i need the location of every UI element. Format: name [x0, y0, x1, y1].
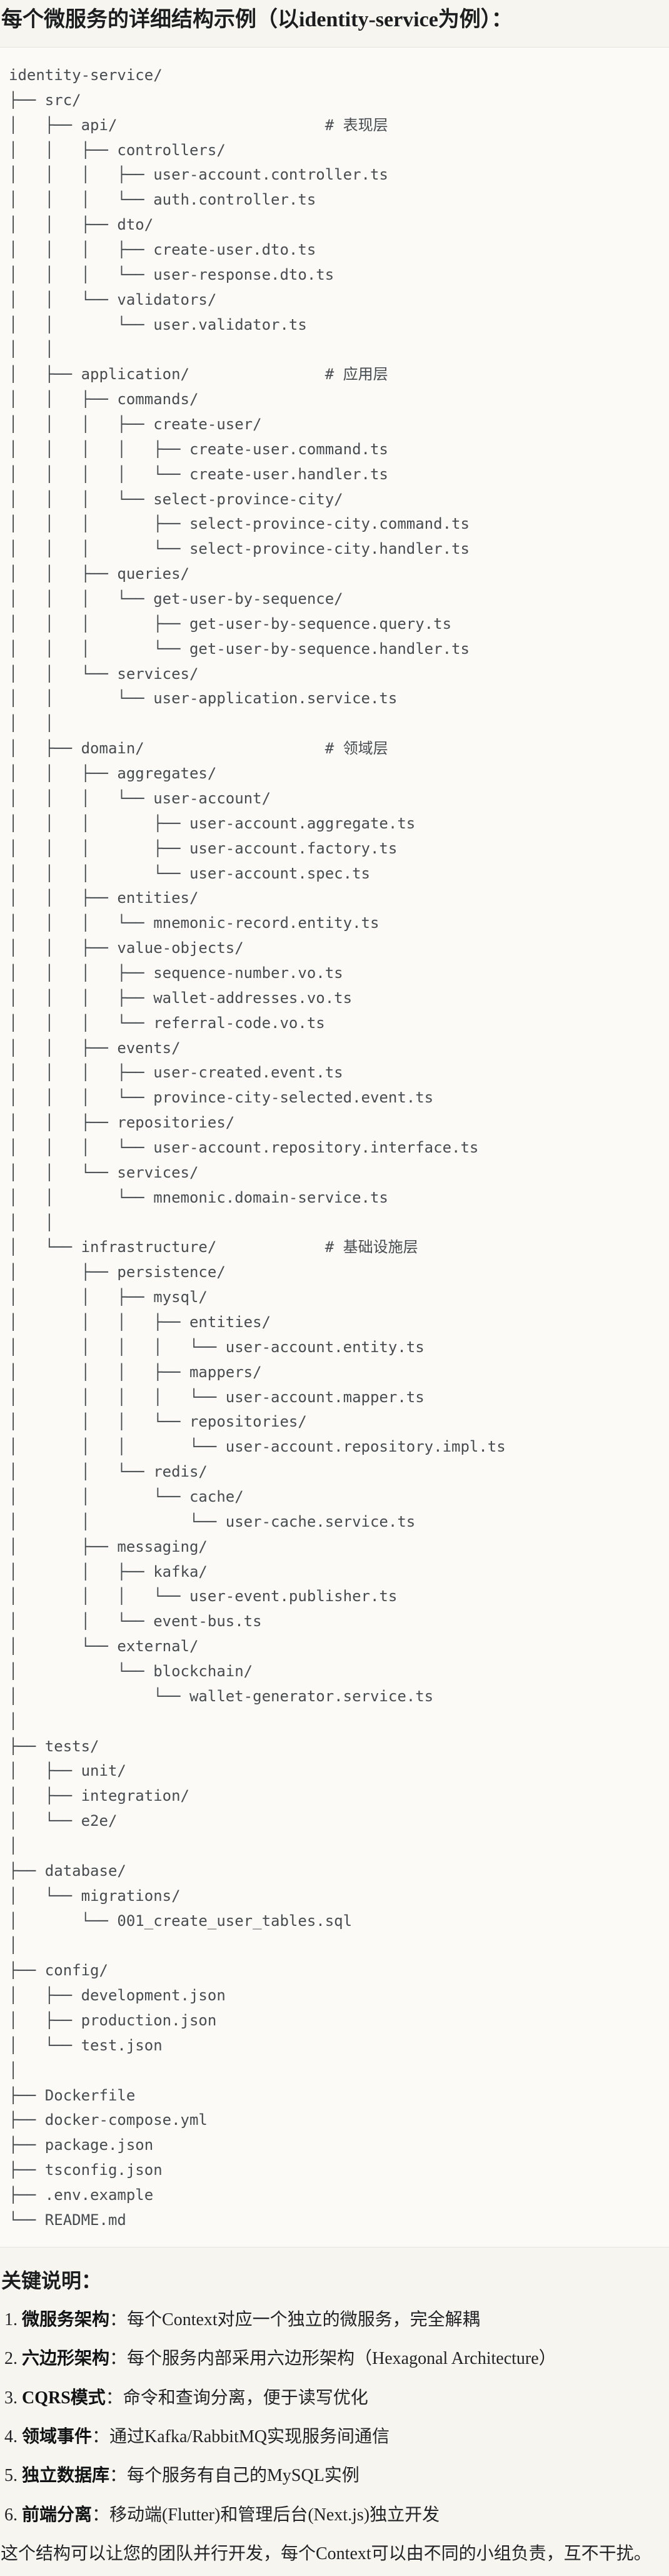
- note-item-term: 前端分离: [22, 2505, 93, 2525]
- note-item-number: 2.: [4, 2349, 18, 2369]
- note-item: 1.微服务架构：每个Context对应一个独立的微服务，完全解耦: [4, 2309, 669, 2331]
- note-item-number: 6.: [4, 2505, 18, 2525]
- note-item-description: ：移动端(Flutter)和管理后台(Next.js)独立开发: [92, 2505, 440, 2525]
- note-item: 3.CQRS模式：命令和查询分离，便于读写优化: [4, 2388, 669, 2409]
- note-item-number: 4.: [4, 2426, 18, 2446]
- note-item-number: 5.: [4, 2466, 18, 2486]
- note-item-term: 领域事件: [22, 2426, 93, 2446]
- note-item: 4.领域事件：通过Kafka/RabbitMQ实现服务间通信: [4, 2426, 669, 2448]
- notes-heading: 关键说明：: [1, 2269, 102, 2292]
- file-tree-code-block: identity-service/ ├── src/ │ ├── api/ # …: [0, 47, 669, 2248]
- closing-paragraph: 这个结构可以让您的团队并行开发，每个Context可以由不同的小组负责，互不干扰…: [1, 2544, 651, 2564]
- note-item: 2.六边形架构：每个服务内部采用六边形架构（Hexagonal Architec…: [4, 2348, 669, 2370]
- note-item-description: ：每个Context对应一个独立的微服务，完全解耦: [109, 2309, 480, 2329]
- note-item: 6.前端分离：移动端(Flutter)和管理后台(Next.js)独立开发: [4, 2505, 669, 2526]
- note-item-term: 微服务架构: [22, 2309, 110, 2329]
- note-item-description: ：每个服务有自己的MySQL实例: [109, 2466, 360, 2486]
- file-tree: identity-service/ ├── src/ │ ├── api/ # …: [9, 66, 506, 2229]
- note-item-term: 六边形架构: [22, 2349, 110, 2369]
- note-item-description: ：通过Kafka/RabbitMQ实现服务间通信: [92, 2426, 390, 2446]
- note-item-term: 独立数据库: [22, 2466, 110, 2486]
- note-item: 5.独立数据库：每个服务有自己的MySQL实例: [4, 2465, 669, 2487]
- note-item-number: 3.: [4, 2388, 18, 2408]
- page-title: 每个微服务的详细结构示例（以identity-service为例）：: [1, 8, 513, 31]
- notes-list: 1.微服务架构：每个Context对应一个独立的微服务，完全解耦 2.六边形架构…: [0, 2309, 669, 2526]
- note-item-number: 1.: [4, 2309, 18, 2329]
- note-item-description: ：每个服务内部采用六边形架构（Hexagonal Architecture）: [109, 2349, 556, 2369]
- note-item-description: ：命令和查询分离，便于读写优化: [105, 2388, 368, 2408]
- note-item-term: CQRS模式: [22, 2388, 106, 2408]
